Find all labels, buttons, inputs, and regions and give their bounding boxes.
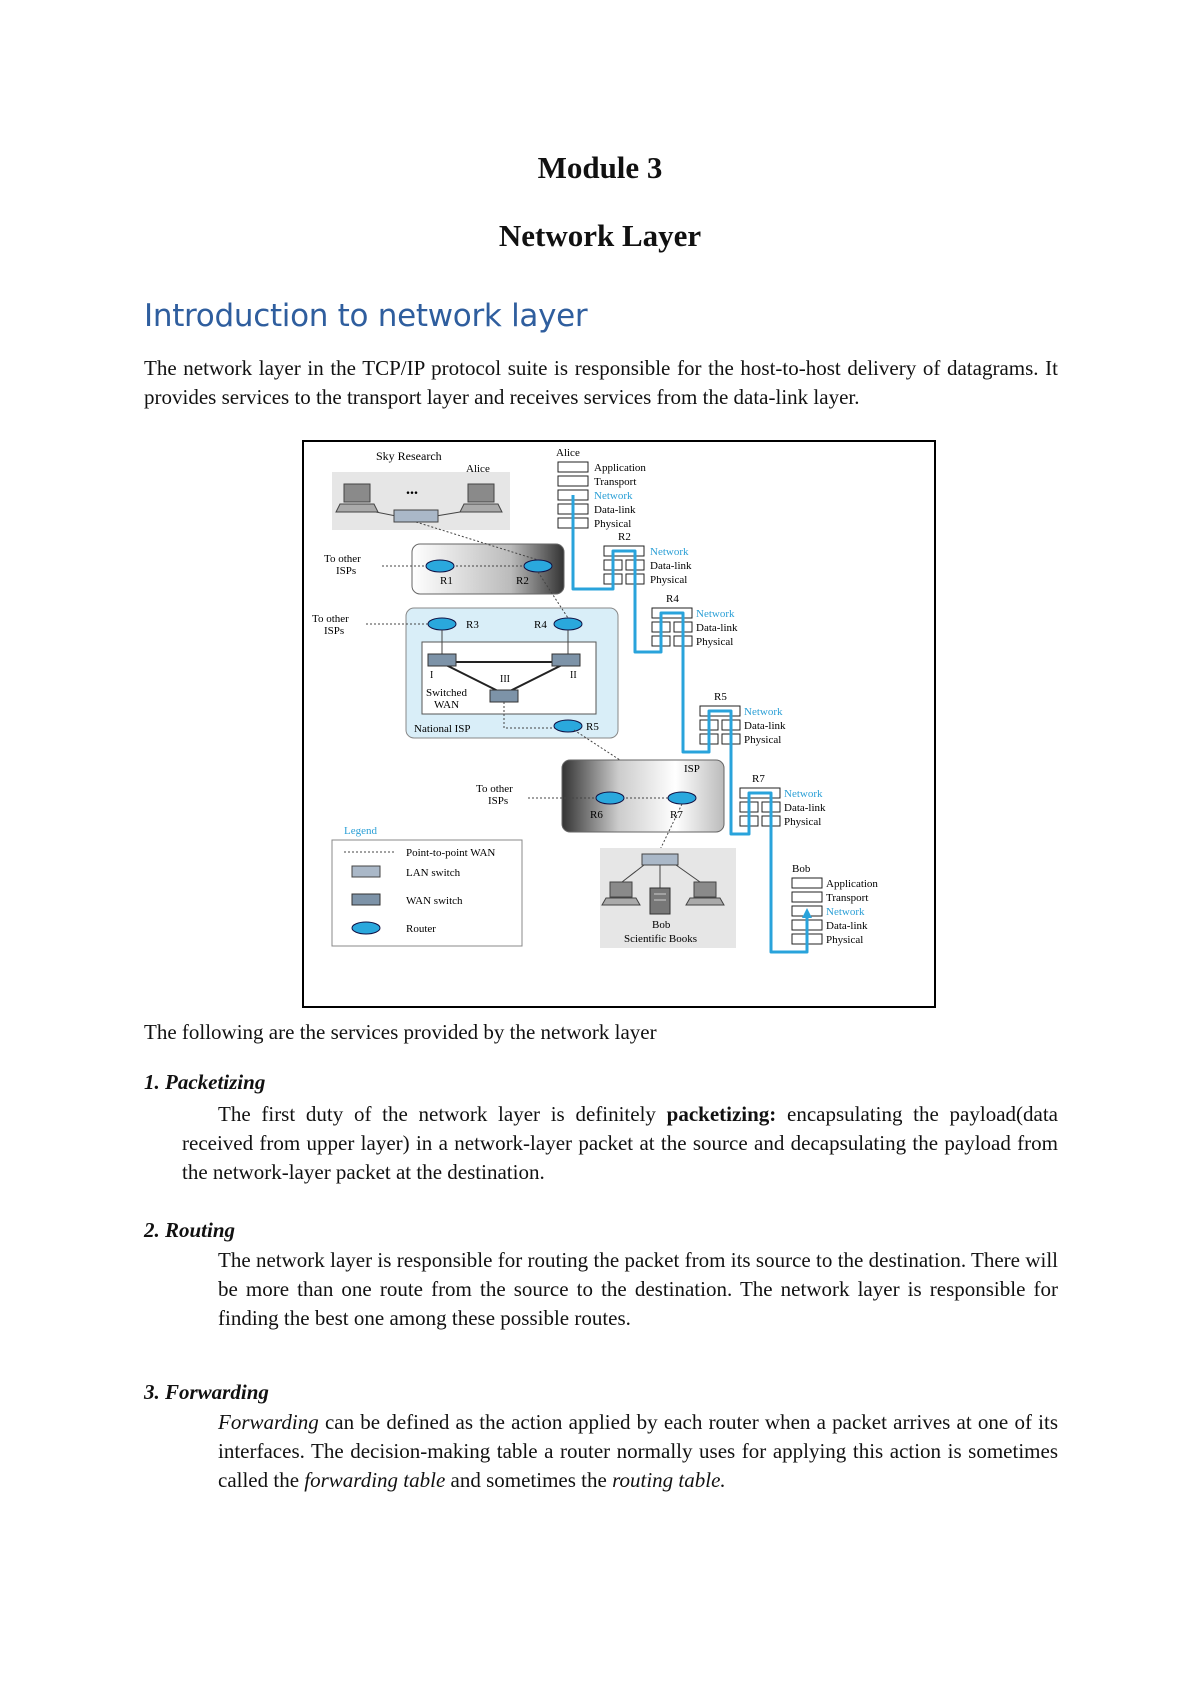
router-r6-label: R6 (590, 809, 603, 821)
to-other-isps-label: ISPs (488, 795, 508, 807)
wan-switch-icon (551, 653, 581, 667)
svg-text:Data-link: Data-link (784, 802, 826, 814)
sky-research-label: Sky Research (376, 449, 442, 463)
router-r7-icon (667, 791, 697, 805)
r7-stack-label: R7 (752, 773, 765, 785)
page-title: Network Layer (498, 218, 702, 253)
forwarding-paragraph: Forwarding can be defined as the action … (218, 1410, 1058, 1492)
services-intro: The following are the services provided … (144, 1020, 657, 1044)
wan-switch-icon (489, 689, 519, 703)
isp-label: ISP (684, 763, 700, 775)
section-heading: Introduction to network layer (144, 298, 588, 334)
alice-label: Alice (466, 463, 490, 475)
router-r3-label: R3 (466, 619, 479, 631)
wan-label: WAN (434, 699, 459, 711)
wan-switch-icon (351, 893, 381, 906)
routing-paragraph: The network layer is responsible for rou… (218, 1248, 1058, 1330)
path-arrow-icon (802, 908, 812, 918)
intro-paragraph: The network layer in the TCP/IP protocol… (144, 356, 1058, 409)
svg-text:Network: Network (826, 906, 865, 918)
svg-text:Network: Network (784, 788, 823, 800)
router-r5-label: R5 (586, 721, 599, 733)
lan-switch-icon (351, 865, 381, 878)
r2-stack-label: R2 (618, 531, 631, 543)
svg-text:Physical: Physical (696, 636, 733, 648)
alice-stack-label: Alice (556, 447, 580, 459)
to-other-isps-label: To other (324, 553, 361, 565)
router-r4-icon (553, 617, 583, 631)
packet-path (571, 495, 809, 954)
switch-label: II (570, 670, 577, 681)
svg-text:Application: Application (594, 462, 646, 474)
svg-text:Data-link: Data-link (594, 504, 636, 516)
r4-stack-label: R4 (666, 593, 679, 605)
svg-text:Data-link: Data-link (696, 622, 738, 634)
alice-protocol-stack: Application Transport Network Data-link … (557, 461, 646, 530)
svg-text:Transport: Transport (826, 892, 868, 904)
legend-router-label: Router (406, 923, 436, 935)
router-r4-label: R4 (534, 619, 547, 631)
router-r2-icon (523, 559, 553, 573)
bob-label: Bob (652, 919, 671, 931)
lan-switch-icon (393, 509, 439, 523)
to-other-isps-label: To other (312, 613, 349, 625)
network-figure: Sky Research Alice ... To other ISPs R1 … (302, 440, 936, 1008)
section-title-packetizing: 1. Packetizing (144, 1070, 266, 1094)
laptop-icon (685, 881, 725, 906)
legend-wan-label: WAN switch (406, 895, 463, 907)
network-diagram: Sky Research Alice ... To other ISPs R1 … (312, 447, 878, 954)
to-other-isps-label: To other (476, 783, 513, 795)
switch-label: I (430, 670, 433, 681)
legend-p2p-label: Point-to-point WAN (406, 847, 495, 859)
legend-lan-label: LAN switch (406, 867, 461, 879)
switch-label: III (500, 674, 510, 685)
svg-text:Physical: Physical (594, 518, 631, 530)
bob-stack-label: Bob (792, 863, 811, 875)
switched-label: Switched (426, 687, 467, 699)
svg-text:Data-link: Data-link (650, 560, 692, 572)
hosts-dots: ... (406, 481, 418, 498)
router-icon (351, 921, 381, 935)
legend-title: Legend (344, 825, 377, 837)
laptop-icon (459, 483, 503, 513)
to-other-isps-label: ISPs (336, 565, 356, 577)
to-other-isps-label: ISPs (324, 625, 344, 637)
scientific-books-label: Scientific Books (624, 933, 697, 945)
svg-text:Application: Application (826, 878, 878, 890)
bob-protocol-stack: Application Transport Network Data-link … (791, 877, 878, 946)
svg-text:Network: Network (696, 608, 735, 620)
router-r6-icon (595, 791, 625, 805)
module-title: Module 3 (537, 150, 663, 185)
server-icon (649, 887, 671, 915)
svg-text:Transport: Transport (594, 476, 636, 488)
router-r2-label: R2 (516, 575, 529, 587)
router-r1-label: R1 (440, 575, 453, 587)
national-isp-label: National ISP (414, 723, 471, 735)
router-r1-icon (425, 559, 455, 573)
svg-text:Network: Network (744, 706, 783, 718)
section-title-routing: 2. Routing (144, 1218, 236, 1242)
svg-text:Physical: Physical (826, 934, 863, 946)
svg-text:Physical: Physical (650, 574, 687, 586)
lan-switch-icon (641, 853, 679, 866)
router-r5-icon (553, 719, 583, 733)
isp-r1-r2-box (411, 543, 565, 595)
wan-switch-icon (427, 653, 457, 667)
laptop-icon (335, 483, 379, 513)
packetizing-paragraph: The first duty of the network layer is d… (182, 1102, 1058, 1184)
laptop-icon (601, 881, 641, 906)
svg-text:Network: Network (650, 546, 689, 558)
svg-text:Physical: Physical (744, 734, 781, 746)
svg-text:Data-link: Data-link (744, 720, 786, 732)
section-title-forwarding: 3. Forwarding (144, 1380, 269, 1404)
svg-text:Network: Network (594, 490, 633, 502)
isp-r6-r7-box (561, 759, 725, 833)
svg-text:Data-link: Data-link (826, 920, 868, 932)
svg-text:Physical: Physical (784, 816, 821, 828)
r5-stack-label: R5 (714, 691, 727, 703)
router-r3-icon (427, 617, 457, 631)
